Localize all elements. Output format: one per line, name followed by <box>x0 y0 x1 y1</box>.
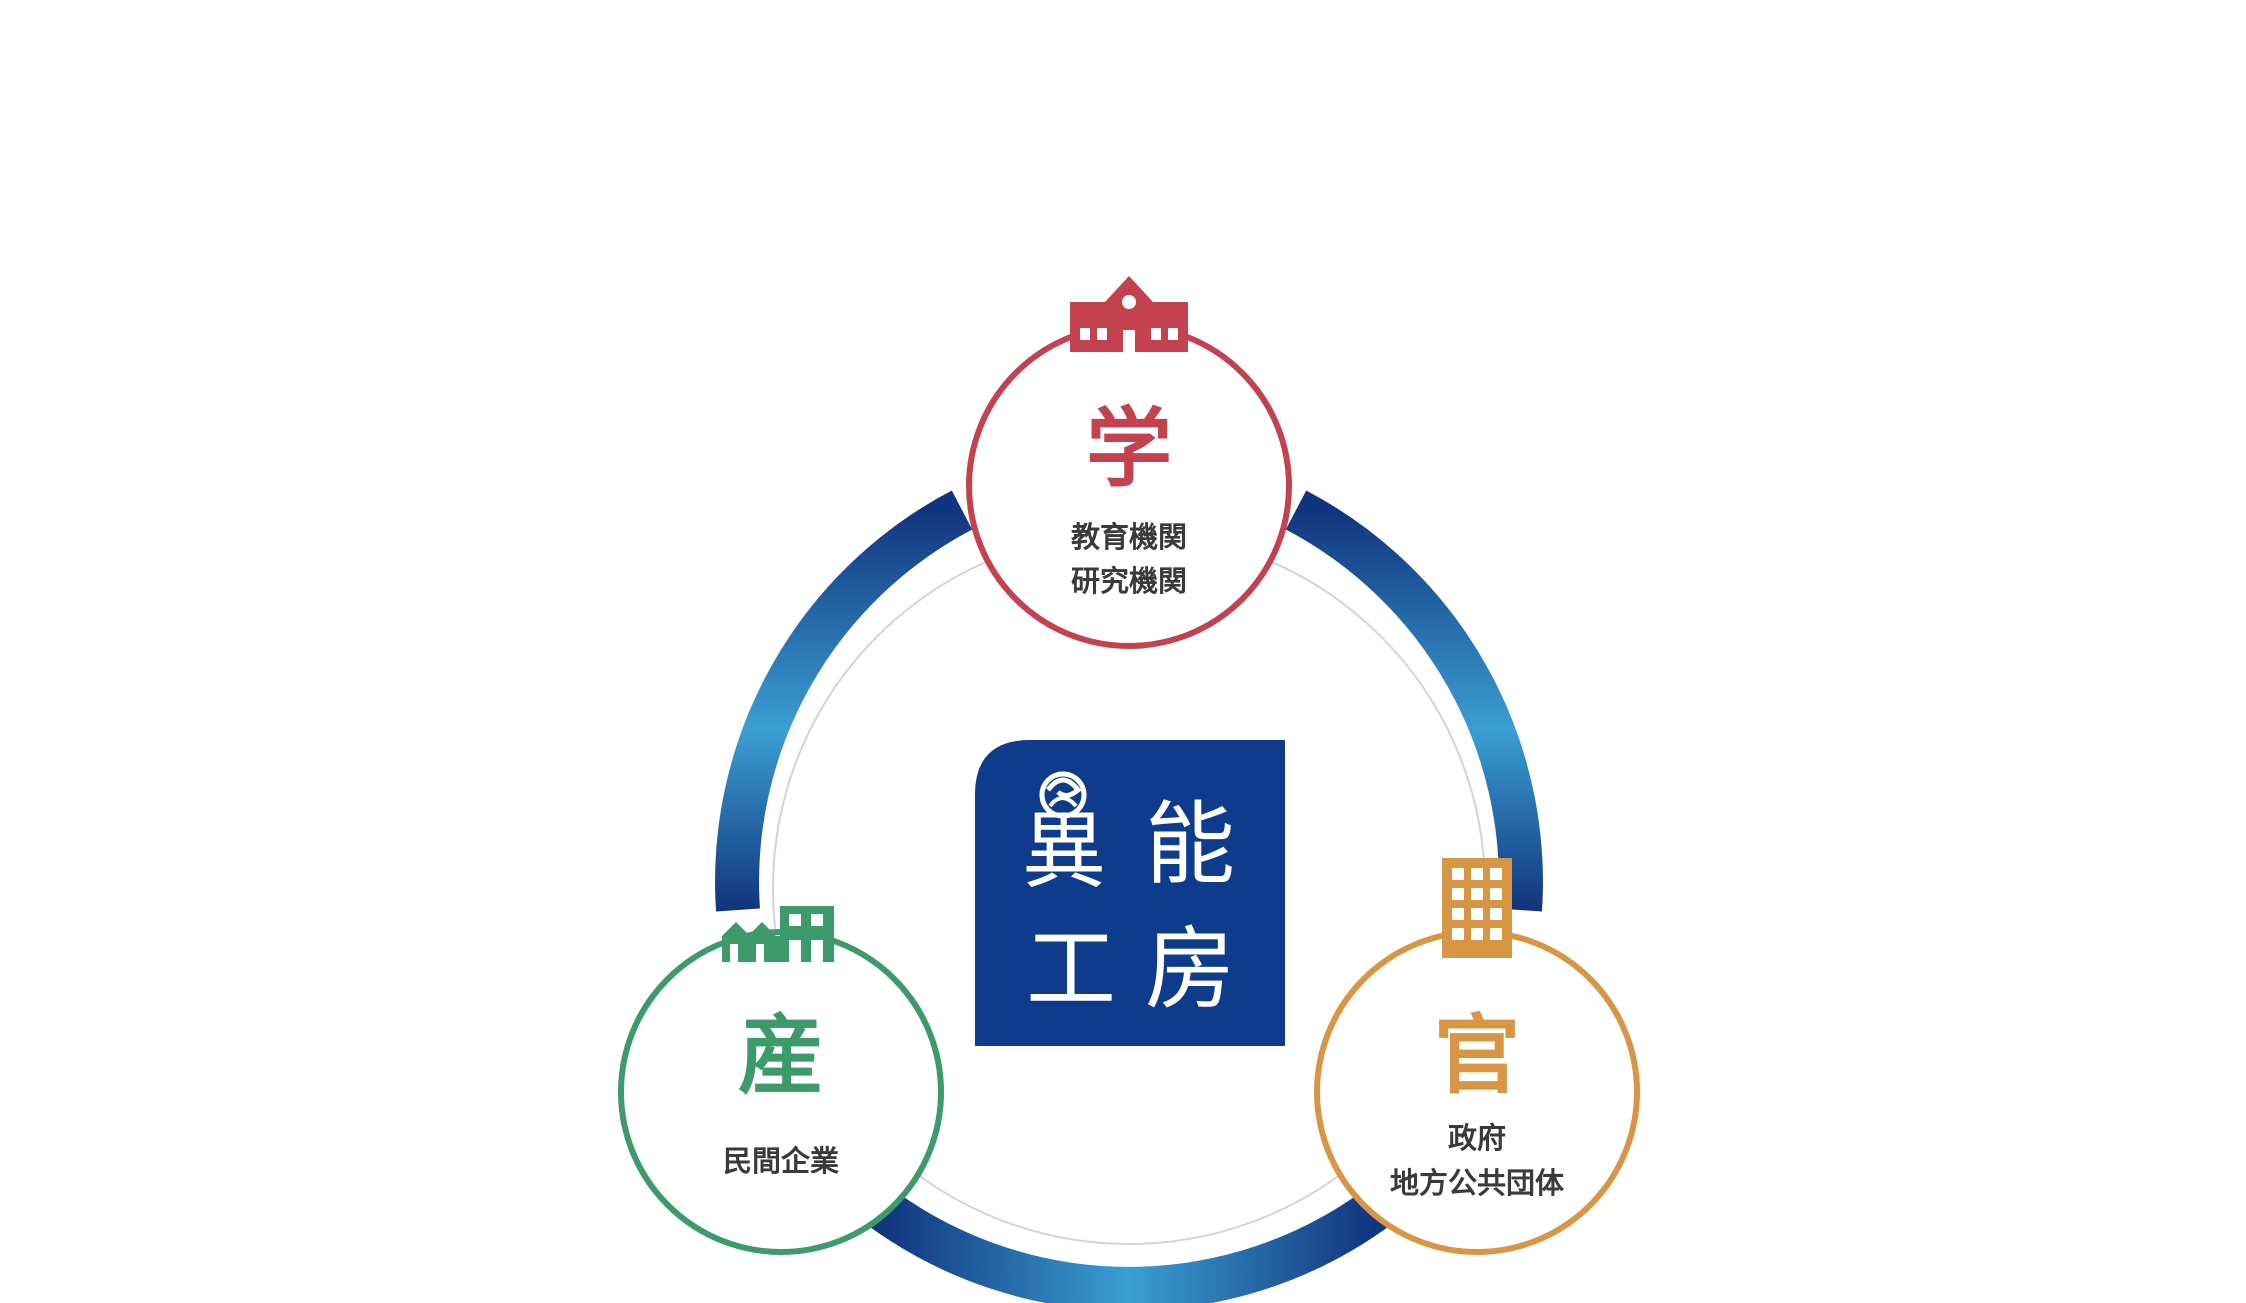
industry-line-1: 民間企業 <box>723 1144 839 1178</box>
center-logo: 異 能 工 房 <box>975 740 1285 1046</box>
academia-title: 学 <box>1086 398 1172 499</box>
logo-background <box>975 740 1285 1046</box>
government-line-2: 地方公共団体 <box>1390 1166 1565 1200</box>
academia-line-2: 研究機関 <box>1071 564 1187 598</box>
school-building-icon <box>1070 276 1188 352</box>
government-line-1: 政府 <box>1448 1121 1506 1155</box>
academia-line-1: 教育機関 <box>1071 520 1187 554</box>
office-building-icon <box>1442 858 1512 958</box>
factory-icon <box>722 906 834 962</box>
ring-arc-bottom <box>871 1192 1387 1303</box>
industry-title: 産 <box>738 1005 824 1106</box>
logo-char-2: 能 <box>1145 792 1235 897</box>
logo-char-1: 異 <box>1022 802 1106 900</box>
ring-arc-right <box>1285 490 1543 912</box>
logo-char-3: 工 <box>1026 917 1116 1022</box>
node-industry: 産 民間企業 <box>618 906 944 1255</box>
swirl-icon <box>1039 771 1087 819</box>
node-government: 官 政府 地方公共団体 <box>1314 858 1640 1255</box>
node-academia: 学 教育機関 研究機関 <box>966 276 1292 649</box>
logo-char-4: 房 <box>1145 917 1235 1022</box>
government-title: 官 <box>1434 1005 1520 1106</box>
ring-arc-left <box>715 490 973 912</box>
